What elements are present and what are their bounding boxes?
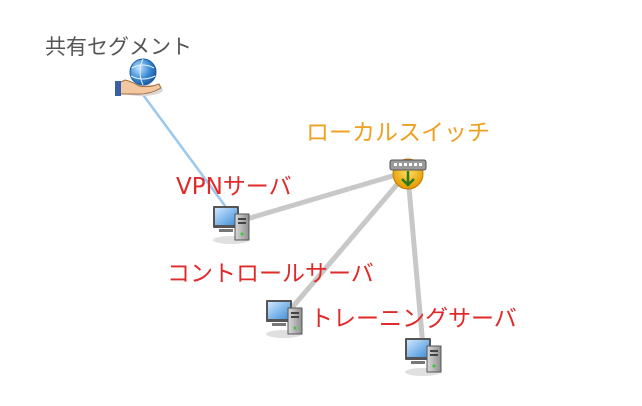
- vpn-server-label: VPNサーバ: [176, 174, 292, 200]
- link-switch-vpn: [247, 169, 409, 221]
- link-switch-training: [405, 173, 426, 350]
- computer-icon-training[interactable]: [405, 338, 442, 376]
- control-server-label: コントロールサーバ: [167, 261, 374, 287]
- computer-icon-control[interactable]: [266, 300, 303, 338]
- switch-label: ローカルスイッチ: [306, 120, 490, 146]
- network-switch-icon[interactable]: [389, 158, 427, 190]
- link-segment-vpn: [139, 91, 233, 215]
- training-server-label: トレーニングサーバ: [310, 306, 517, 332]
- segment-label: 共有セグメント: [45, 35, 192, 59]
- link-switch-control: [287, 171, 409, 313]
- computer-icon-vpn[interactable]: [213, 206, 250, 244]
- links: [139, 91, 426, 350]
- globe-hand-icon[interactable]: [115, 58, 163, 96]
